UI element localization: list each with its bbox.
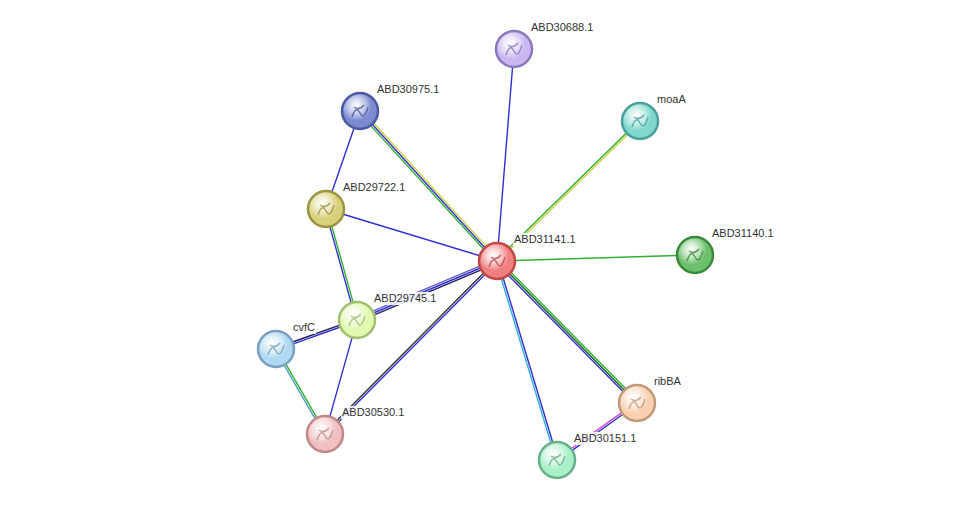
interaction-edge — [498, 67, 512, 243]
interaction-edge — [343, 214, 480, 256]
protein-node: cvfC — [256, 329, 296, 369]
node-label: cvfC — [292, 321, 316, 334]
protein-node: ABD29745.1 — [337, 300, 377, 340]
interaction-edge — [330, 337, 352, 416]
node-circle — [620, 101, 660, 141]
node-label: ABD29722.1 — [342, 181, 406, 194]
interaction-edge — [330, 226, 353, 303]
node-label: ABD31141.1 — [513, 233, 577, 246]
protein-node: ribBA — [617, 383, 657, 423]
node-label: ABD30688.1 — [530, 21, 594, 34]
node-label: ABD30530.1 — [341, 406, 405, 419]
node-circle — [675, 235, 715, 275]
interaction-edge — [508, 272, 626, 391]
protein-node: ABD30688.1 — [494, 29, 534, 69]
node-circle — [337, 300, 377, 340]
interaction-edge — [284, 364, 317, 419]
protein-node: ABD30151.1 — [537, 440, 577, 480]
protein-node: ABD31141.1 — [477, 241, 517, 281]
node-circle — [494, 29, 534, 69]
protein-node: ABD30975.1 — [340, 91, 380, 131]
node-circle — [306, 189, 346, 229]
protein-node: ABD29722.1 — [306, 189, 346, 229]
node-label: ABD30151.1 — [573, 432, 637, 445]
node-label: ABD31140.1 — [711, 227, 775, 240]
interaction-edge — [373, 266, 481, 315]
node-circle — [256, 329, 296, 369]
node-label: ribBA — [653, 375, 682, 388]
node-circle — [537, 440, 577, 480]
node-circle — [617, 383, 657, 423]
node-label: ABD30975.1 — [376, 83, 440, 96]
node-circle — [340, 91, 380, 131]
interaction-edge — [509, 133, 628, 249]
interaction-edge — [337, 273, 485, 422]
protein-node: moaA — [620, 101, 660, 141]
protein-node: ABD30530.1 — [305, 414, 345, 454]
interaction-edge — [515, 256, 677, 261]
interaction-edge — [501, 278, 553, 443]
node-label: moaA — [656, 93, 687, 106]
node-label: ABD29745.1 — [373, 292, 437, 305]
node-circle — [305, 414, 345, 454]
node-circle — [477, 241, 517, 281]
protein-node: ABD31140.1 — [675, 235, 715, 275]
